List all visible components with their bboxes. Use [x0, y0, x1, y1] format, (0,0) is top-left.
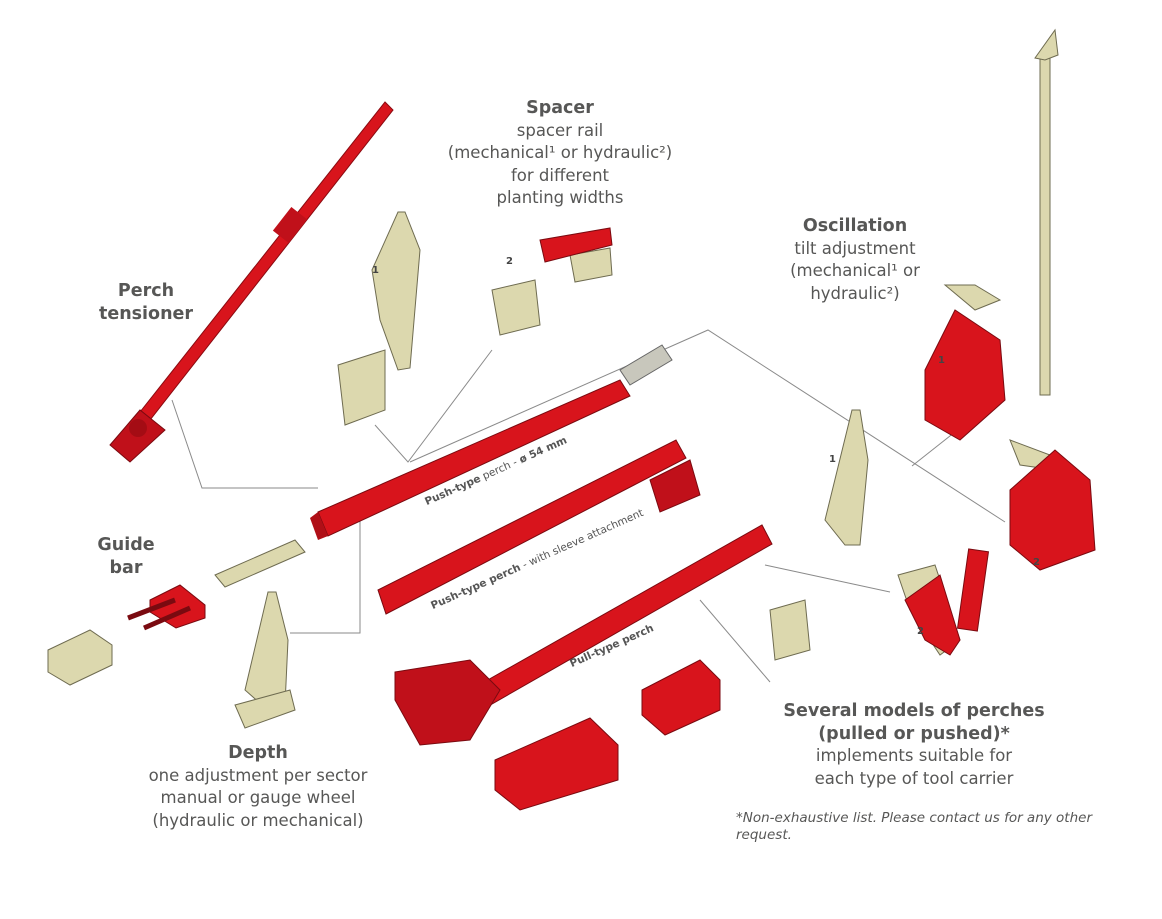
leader-lines — [171, 329, 1006, 683]
oscillation-line: (mechanical¹ or — [790, 261, 920, 280]
guide-bar-label: Guide bar — [97, 534, 154, 579]
perches-line: each type of tool carrier — [814, 768, 1014, 788]
clamp-right — [641, 659, 721, 736]
spacer-line: planting widths — [496, 188, 624, 207]
depth-arm-1 — [371, 211, 421, 371]
leader-perch-depth — [764, 564, 891, 593]
number-label: 1 — [829, 454, 836, 465]
guide-bar-rods — [127, 597, 191, 631]
depth-title: Depth — [228, 743, 288, 763]
oscillation-label: Oscillation tilt adjustment (mechanical¹… — [790, 215, 920, 305]
depth-base-2 — [234, 689, 296, 729]
spacer-cylinder — [539, 227, 613, 263]
perch-tensioner-label: Perch tensioner — [99, 280, 193, 325]
depth-line: (hydraulic or mechanical) — [152, 810, 364, 830]
sleeve-clamp — [769, 599, 811, 661]
push-perch-54mm-part — [310, 344, 673, 540]
spacer-block — [491, 279, 541, 336]
depth-arm-3 — [824, 409, 869, 546]
spacer-title: Spacer — [526, 98, 594, 118]
guide-bar-title-2: bar — [109, 557, 143, 578]
guide-bar-link — [214, 539, 306, 588]
leader-oscillation-1 — [409, 329, 1006, 523]
number-label: 2 — [506, 256, 513, 267]
oscillation-parts — [539, 227, 1096, 656]
depth-label: Depth one adjustment per sector manual o… — [149, 742, 368, 832]
depth-line: one adjustment per sector — [148, 765, 368, 785]
oscillation-line: tilt adjustment — [794, 238, 916, 258]
number-label: 2 — [917, 626, 924, 637]
perches-title-2: (pulled or pushed)* — [818, 723, 1010, 744]
oscillation-2 — [1009, 449, 1096, 571]
tensioner-title-2: tensioner — [98, 303, 194, 324]
number-label: 1 — [938, 355, 945, 366]
number-label: 1 — [372, 265, 379, 276]
perches-title-1: Several models of perches — [783, 701, 1045, 721]
oscillation-top — [943, 284, 1002, 311]
tensioner-rod — [1039, 54, 1051, 396]
push-perch-sleeve-part — [377, 439, 701, 615]
spacer-line: for different — [510, 165, 609, 185]
spacer-label: Spacer spacer rail (mechanical¹ or hydra… — [448, 97, 672, 210]
tensioner-title-1: Perch — [117, 281, 175, 301]
oscillation-line: hydraulic²) — [810, 283, 900, 303]
leader-oscillation-2 — [911, 431, 956, 467]
depth-block-1 — [337, 349, 386, 426]
oscillation-1 — [924, 309, 1006, 441]
guide-bar-bracket — [47, 629, 113, 686]
spacer-line: (mechanical¹ or hydraulic²) — [447, 143, 673, 162]
khaki-parts — [47, 28, 1059, 729]
footnote: *Non-exhaustive list. Please contact us … — [736, 810, 1093, 843]
perches-label: Several models of perches (pulled or pus… — [783, 700, 1044, 790]
spacer-plate — [569, 247, 613, 283]
pull-perch-part — [394, 524, 773, 746]
leader-tensioner — [171, 399, 318, 489]
rod-tip — [1034, 28, 1059, 61]
perches-line: implements suitable for — [815, 746, 1013, 765]
spacer-line: spacer rail — [516, 120, 604, 140]
depth-line: manual or gauge wheel — [160, 788, 356, 807]
number-label: 2 — [1033, 557, 1040, 568]
leader-perches — [699, 599, 771, 683]
gauge-cylinder — [956, 548, 990, 632]
leader-depth — [290, 508, 361, 634]
guide-bar-title-1: Guide — [97, 535, 155, 555]
clamp-bottom — [494, 717, 619, 811]
leader-spacer — [374, 349, 493, 463]
perch-tensioner-part — [109, 101, 394, 463]
oscillation-title: Oscillation — [802, 216, 908, 236]
gauge-arm — [904, 574, 961, 656]
